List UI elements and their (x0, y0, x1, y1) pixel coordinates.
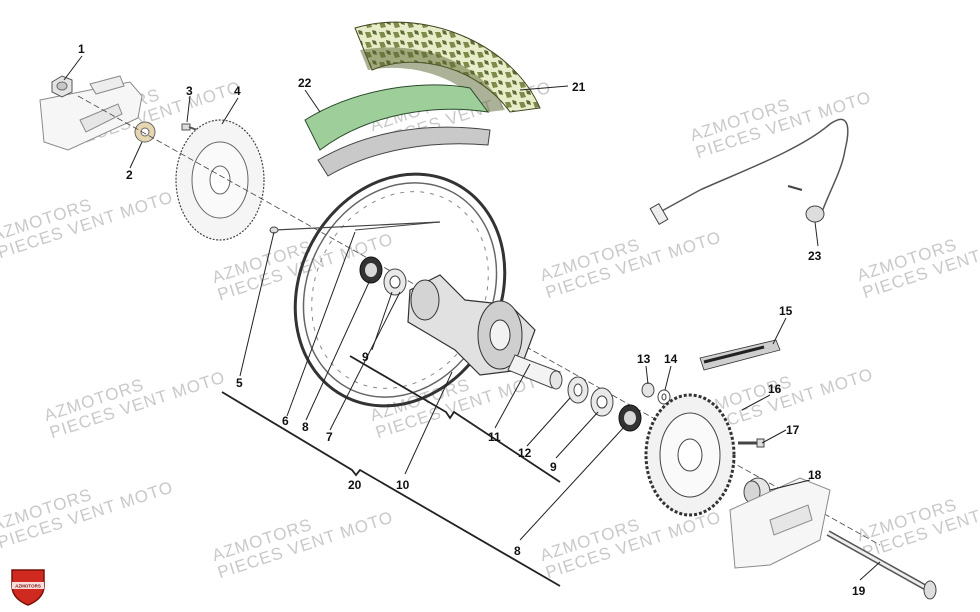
callout-7: 7 (326, 430, 333, 444)
bearing-left (383, 268, 407, 296)
sprocket-bolt (738, 438, 765, 448)
rear-sprocket (644, 393, 736, 517)
callout-19: 19 (852, 584, 866, 598)
callout-23: 23 (808, 249, 822, 263)
tire (354, 21, 541, 113)
rear-axle (826, 530, 937, 600)
callout-14: 14 (664, 352, 678, 366)
spoke (269, 221, 441, 234)
inner-tube (304, 84, 490, 151)
callout-3: 3 (186, 84, 193, 98)
axle-nut (51, 75, 73, 98)
oil-seal-right (618, 404, 642, 432)
callout-16: 16 (768, 382, 782, 396)
callout-13: 13 (637, 352, 651, 366)
callout-9: 9 (362, 350, 369, 364)
callout-10: 10 (396, 478, 410, 492)
callout-15: 15 (779, 304, 793, 318)
callout-9b: 9 (550, 460, 557, 474)
brake-disc (175, 119, 265, 241)
swingarm-right (729, 477, 831, 569)
callout-2: 2 (126, 168, 133, 182)
sprocket-washer (657, 389, 671, 405)
wheel-hub (407, 274, 536, 376)
callout-21: 21 (572, 80, 586, 94)
logo-text: AZMOTORS (15, 584, 41, 589)
oil-seal-left (359, 256, 383, 284)
callout-12: 12 (518, 446, 532, 460)
bearing-right (590, 387, 614, 417)
callout-18: 18 (808, 468, 822, 482)
leader-lines (63, 55, 881, 587)
hub-spacer-tube (507, 354, 563, 390)
callout-8b: 8 (514, 544, 521, 558)
callout-4: 4 (234, 84, 241, 98)
callout-6: 6 (282, 414, 289, 428)
bearing-inner-right (567, 376, 589, 404)
callout-22: 22 (298, 76, 312, 90)
drive-chain (699, 339, 781, 371)
callout-1: 1 (78, 42, 85, 56)
wheel-spacer (134, 121, 156, 143)
callout-17: 17 (786, 423, 800, 437)
rim-band (317, 126, 491, 177)
azmotors-logo: AZMOTORS (11, 569, 45, 606)
disc-bolt (181, 123, 198, 131)
callout-5: 5 (236, 376, 243, 390)
sprocket-nut (641, 382, 655, 398)
swingarm-left (39, 75, 143, 151)
callout-8: 8 (302, 420, 309, 434)
callout-11: 11 (488, 430, 501, 444)
callout-20: 20 (348, 478, 362, 492)
speed-sensor (649, 118, 849, 225)
